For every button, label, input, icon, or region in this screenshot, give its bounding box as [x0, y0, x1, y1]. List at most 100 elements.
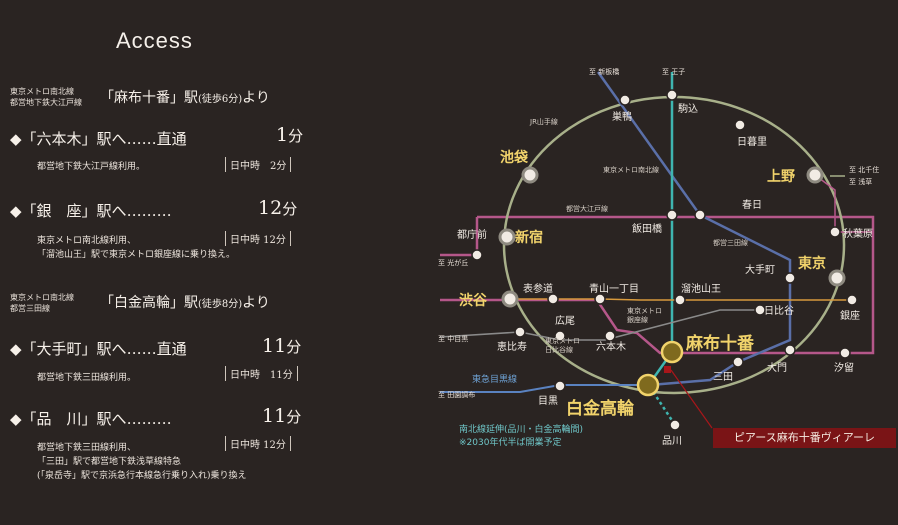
origin-station: 「白金高輪」駅(徒歩8分)より — [100, 292, 270, 312]
line-label-ginza: 東京メトロ銀座線 — [627, 306, 662, 324]
label-tokyo: 東京 — [798, 255, 826, 272]
label-shinagawa: 品川 — [662, 435, 682, 447]
label-roppongi: 六本木 — [596, 340, 626, 353]
extension-note: 南北線延伸(品川・白金高輪間) — [459, 423, 583, 435]
dir-denenchofu: 至 田園調布 — [438, 390, 475, 399]
extension-note-sub: ※2030年代半ば開業予定 — [459, 436, 561, 448]
walk-time: (徒歩8分) — [198, 299, 243, 310]
page-title: Access — [116, 28, 193, 53]
highlight-station-shirokanetakanawa — [636, 373, 660, 397]
label-nippori: 日暮里 — [737, 135, 767, 148]
property-label: ピアース麻布十番ヴィアーレ — [713, 428, 896, 448]
label-azabujuban: 麻布十番 — [685, 333, 755, 354]
diamond-icon: ◆ — [10, 202, 22, 220]
suffix: より — [242, 295, 270, 311]
daytime-box: 日中時 11分 — [225, 366, 298, 381]
label-ikebukuro: 池袋 — [500, 149, 529, 166]
major-station-ikebukuro — [521, 166, 539, 184]
line-name: 都営三田線 — [10, 304, 50, 313]
label-tochomae: 都庁前 — [457, 228, 487, 241]
meguro-line — [440, 384, 640, 393]
major-station-tokyo — [828, 269, 846, 287]
label-komagome: 駒込 — [678, 103, 698, 115]
label-iidabashi: 飯田橋 — [632, 222, 662, 235]
label-shinjuku: 新宿 — [515, 229, 543, 246]
route-time: 12分 — [258, 197, 297, 219]
line-label-hibiya: 東京メトロ日比谷線 — [545, 336, 580, 354]
diamond-icon: ◆ — [10, 130, 22, 148]
station-dot — [514, 326, 526, 338]
line-label-oedo: 都営大江戸線 — [566, 204, 608, 213]
route-time: 11分 — [262, 405, 301, 427]
note-line: (「泉岳寺」駅で京浜急行本線急行乗り入れ)乗り換え — [37, 471, 247, 481]
major-station-ueno — [806, 166, 824, 184]
route-unit: 分 — [282, 200, 298, 218]
label-shibuya: 渋谷 — [459, 292, 488, 309]
station-dot — [674, 294, 686, 306]
dir-kitasenju: 至 北千住 — [849, 165, 879, 174]
leader-dots: ……… — [126, 410, 172, 428]
station-dot — [666, 89, 678, 101]
label-kasuga: 春日 — [742, 199, 762, 211]
route-time: 1分 — [276, 124, 303, 146]
route-note: 都営地下鉄三田線利用。 — [37, 371, 136, 385]
ginza-line — [510, 298, 856, 301]
route-unit: 分 — [288, 127, 304, 145]
daytime-box: 日中時 2分 — [225, 157, 292, 172]
line-label-toyoko: 東急目黒線 — [472, 373, 517, 385]
route-minutes: 1 — [276, 124, 289, 146]
note-line: 都営地下鉄三田線利用。 — [37, 373, 137, 383]
route-roppongi: ◆「六本木」駅へ……直通 — [10, 128, 187, 149]
station-dot — [784, 344, 796, 356]
dir-hikarigaoka: 至 光が丘 — [438, 258, 468, 267]
station-dot — [754, 304, 766, 316]
dest-label: 「六本木」駅へ — [21, 130, 127, 148]
dest-label: 「銀 座」駅へ — [21, 202, 127, 220]
label-mita: 三田 — [713, 372, 733, 383]
station-dot — [829, 226, 841, 238]
diamond-icon: ◆ — [10, 340, 22, 358]
station-dot — [604, 330, 616, 342]
label-omotesando: 表参道 — [523, 282, 553, 295]
line-name: 東京メトロ南北線 — [10, 293, 74, 302]
station-dot — [732, 356, 744, 368]
dir-nakameguro: 至 中目黒 — [438, 334, 468, 343]
route-minutes: 12 — [258, 197, 283, 219]
property-marker — [664, 366, 671, 373]
label-aoyama: 青山一丁目 — [589, 282, 639, 295]
label-meguro: 目黒 — [538, 395, 558, 407]
note-line: 都営地下鉄大江戸線利用。 — [37, 162, 146, 172]
label-sugamo: 巣鴨 — [612, 110, 632, 123]
label-otemachi: 大手町 — [745, 263, 775, 276]
daytime-box: 日中時 12分 — [225, 231, 291, 246]
route-shinagawa: ◆「品 川」駅へ……… — [10, 408, 172, 429]
label-ginza: 銀座 — [840, 309, 860, 322]
label-hiroo: 広尾 — [555, 314, 575, 327]
route-unit: 分 — [286, 338, 302, 356]
origin-lines: 東京メトロ南北線 都営地下鉄大江戸線 — [10, 86, 82, 108]
dest-label: 「品 川」駅へ — [21, 410, 127, 428]
label-ebisu: 恵比寿 — [497, 340, 527, 353]
origin-lines: 東京メトロ南北線 都営三田線 — [10, 292, 74, 314]
leader-dots: …… — [126, 340, 157, 358]
dir-oji: 至 王子 — [662, 68, 685, 76]
station-dot — [471, 249, 483, 261]
route-kind: 直通 — [156, 340, 187, 358]
note-line: 都営地下鉄三田線利用、 — [37, 443, 137, 453]
route-minutes: 11 — [262, 335, 287, 357]
route-note: 東京メトロ南北線利用、 「溜池山王」駅で東京メトロ銀座線に乗り換え。 — [37, 234, 235, 262]
label-shiodome: 汐留 — [834, 361, 854, 374]
line-label-mita: 都営三田線 — [713, 238, 748, 247]
station-name: 「麻布十番」駅 — [100, 90, 198, 106]
line-name: 都営地下鉄大江戸線 — [10, 98, 82, 107]
line-name: 東京メトロ南北線 — [10, 87, 74, 96]
station-dot — [594, 293, 606, 305]
route-time: 11分 — [262, 335, 301, 357]
station-name: 「白金高輪」駅 — [100, 295, 198, 311]
property-leader — [670, 369, 713, 429]
station-dot — [669, 419, 681, 431]
label-daimon: 大門 — [767, 361, 787, 374]
origin-station: 「麻布十番」駅(徒歩6分)より — [100, 87, 270, 107]
diamond-icon: ◆ — [10, 410, 22, 428]
walk-time: (徒歩6分) — [198, 94, 243, 105]
